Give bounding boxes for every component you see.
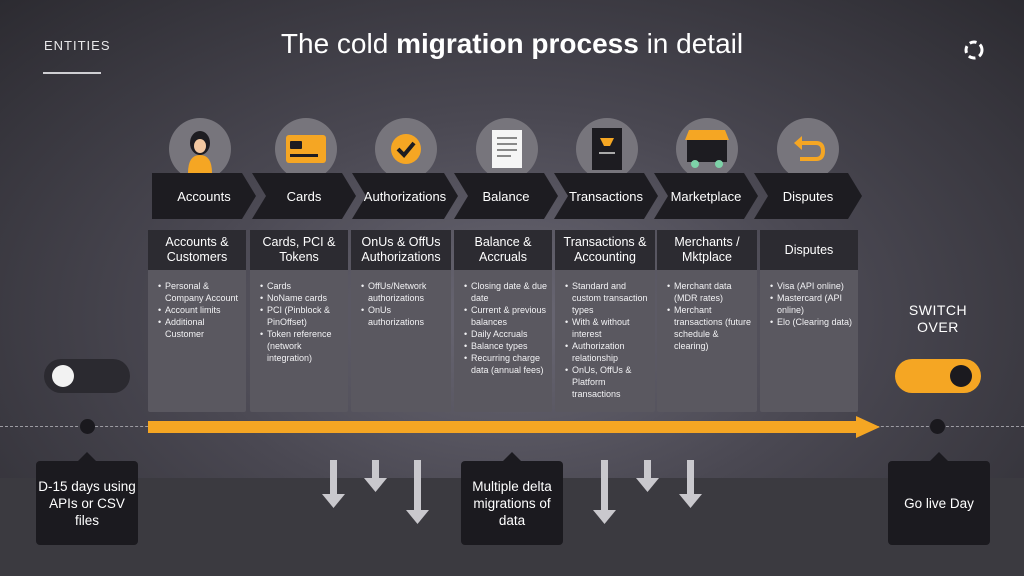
entities-tab-underline — [43, 72, 101, 74]
callout-text: Go live Day — [904, 495, 974, 511]
document-icon — [476, 118, 538, 180]
callout-delta: Multiple delta migrations of data — [461, 452, 563, 545]
list-item: NoName cards — [260, 292, 344, 304]
column-title: Merchants / Mktplace — [657, 230, 757, 270]
list-item: Visa (API online) — [770, 280, 854, 292]
list-item: Daily Accruals — [464, 328, 548, 340]
receipt-icon — [576, 118, 638, 180]
column-list: Visa (API online) Mastercard (API online… — [760, 270, 858, 328]
toggle-knob — [52, 365, 74, 387]
list-item: Account limits — [158, 304, 242, 316]
list-item: Standard and custom transaction types — [565, 280, 651, 316]
column-disputes: Disputes Visa (API online) Mastercard (A… — [760, 230, 858, 412]
stage-marketplace: Marketplace — [654, 173, 758, 219]
list-item: With & without interest — [565, 316, 651, 340]
callout-go-live: Go live Day — [888, 452, 990, 545]
page-title: The cold migration process in detail — [0, 28, 1024, 60]
list-item: OnUs, OffUs & Platform transactions — [565, 364, 651, 400]
stage-balance: Balance — [454, 173, 558, 219]
checkmark-icon — [375, 118, 437, 180]
timeline-arrow — [148, 416, 880, 438]
column-balance: Balance & Accruals Closing date & due da… — [454, 230, 552, 412]
callout-d15: D-15 days using APIs or CSV files — [36, 452, 138, 545]
list-item: Cards — [260, 280, 344, 292]
column-transactions: Transactions & Accounting Standard and c… — [555, 230, 655, 412]
column-title: Cards, PCI & Tokens — [250, 230, 348, 270]
column-title: Disputes — [760, 230, 858, 270]
person-icon — [169, 118, 231, 180]
switch-over-label: SWITCH OVER — [908, 302, 968, 335]
list-item: Mastercard (API online) — [770, 292, 854, 316]
column-cards: Cards, PCI & Tokens Cards NoName cards P… — [250, 230, 348, 412]
title-bold: migration process — [396, 28, 639, 59]
stage-label: Authorizations — [363, 188, 447, 204]
list-item: Current & previous balances — [464, 304, 548, 328]
column-list: Cards NoName cards PCI (Pinblock & PinOf… — [250, 270, 348, 364]
stage-label: Accounts — [177, 188, 231, 204]
column-authorizations: OnUs & OffUs Authorizations OffUs/Networ… — [351, 230, 451, 412]
column-list: Standard and custom transaction types Wi… — [555, 270, 655, 400]
column-title: Transactions & Accounting — [555, 230, 655, 270]
column-title: Balance & Accruals — [454, 230, 552, 270]
column-marketplace: Merchants / Mktplace Merchant data (MDR … — [657, 230, 757, 412]
list-item: Personal & Company Account — [158, 280, 242, 304]
column-accounts: Accounts & Customers Personal & Company … — [148, 230, 246, 412]
stage-disputes: Disputes — [754, 173, 862, 219]
stage-label: Transactions — [569, 188, 643, 204]
list-item: Token reference (network integration) — [260, 328, 344, 364]
shop-icon — [676, 118, 738, 180]
list-item: Elo (Clearing data) — [770, 316, 854, 328]
stage-label: Cards — [286, 188, 322, 204]
logo-icon — [964, 40, 984, 60]
toggle-on[interactable] — [895, 359, 981, 393]
stage-cards: Cards — [252, 173, 356, 219]
entities-tab[interactable]: ENTITIES — [44, 38, 111, 53]
list-item: Closing date & due date — [464, 280, 548, 304]
list-item: Recurring charge data (annual fees) — [464, 352, 548, 376]
column-list: Personal & Company Account Account limit… — [148, 270, 246, 340]
stage-label: Disputes — [782, 188, 834, 204]
stage-accounts: Accounts — [152, 173, 256, 219]
toggle-knob — [950, 365, 972, 387]
column-list: Merchant data (MDR rates) Merchant trans… — [657, 270, 757, 352]
list-item: Merchant transactions (future schedule &… — [667, 304, 753, 352]
stage-label: Marketplace — [670, 188, 742, 204]
list-item: Merchant data (MDR rates) — [667, 280, 753, 304]
title-part-1: The cold — [280, 28, 397, 59]
callout-text: D-15 days using APIs or CSV files — [38, 478, 136, 528]
stage-transactions: Transactions — [554, 173, 658, 219]
stage-label: Balance — [482, 188, 530, 204]
list-item: Balance types — [464, 340, 548, 352]
stage-authorizations: Authorizations — [352, 173, 458, 219]
timeline-end-dot — [930, 419, 945, 434]
column-title: Accounts & Customers — [148, 230, 246, 270]
title-part-2: in detail — [638, 28, 744, 59]
card-icon — [275, 118, 337, 180]
return-arrow-icon — [777, 118, 839, 180]
timeline-start-dot — [80, 419, 95, 434]
list-item: PCI (Pinblock & PinOffset) — [260, 304, 344, 328]
callout-text: Multiple delta migrations of data — [472, 478, 552, 528]
list-item: Authorization relationship — [565, 340, 651, 364]
toggle-off[interactable] — [44, 359, 130, 393]
list-item: OffUs/Network authorizations — [361, 280, 447, 304]
column-list: OffUs/Network authorizations OnUs author… — [351, 270, 451, 328]
column-list: Closing date & due date Current & previo… — [454, 270, 552, 376]
list-item: Additional Customer — [158, 316, 242, 340]
list-item: OnUs authorizations — [361, 304, 447, 328]
column-title: OnUs & OffUs Authorizations — [351, 230, 451, 270]
